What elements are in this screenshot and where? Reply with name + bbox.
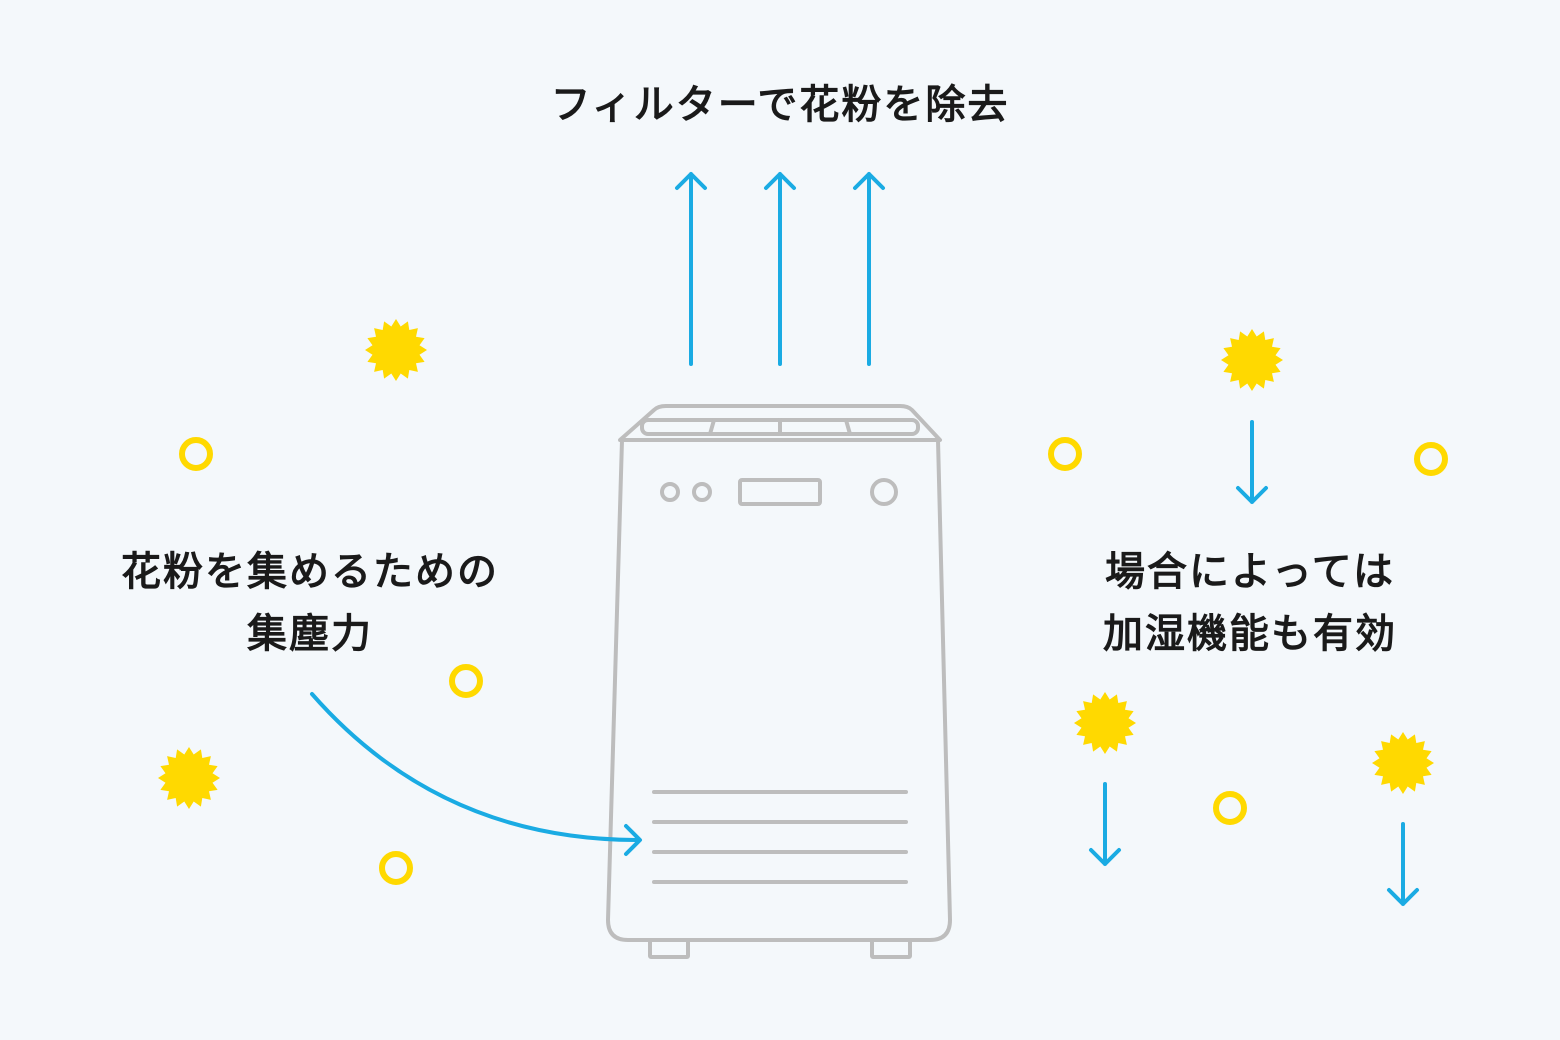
pollen-burst-icon <box>1372 732 1434 794</box>
filtered-air-arrows <box>675 172 885 366</box>
purifier-top-cap <box>618 404 942 442</box>
purifier-top-vent-divider <box>844 418 852 436</box>
pollen-rings <box>179 437 1448 885</box>
purifier-button <box>692 482 712 502</box>
purifier-foot <box>870 938 912 959</box>
purifier-display <box>738 478 822 506</box>
pollen-ring-icon <box>449 664 483 698</box>
purifier-body <box>606 438 952 942</box>
label-line: フィルターで花粉を除去 <box>550 82 1010 128</box>
arrow-icon <box>1387 822 1419 906</box>
pollen-ring-icon <box>1048 437 1082 471</box>
air-purifier-icon <box>606 404 952 959</box>
arrow-icon <box>675 172 707 366</box>
purifier-foot <box>648 938 690 959</box>
pollen-burst-icon <box>1074 692 1136 754</box>
filter-removal-label: フィルターで花粉を除去 <box>480 74 1080 136</box>
pollen-burst-icon <box>1221 329 1283 391</box>
purifier-top-vent-divider <box>708 418 716 436</box>
label-line: 花粉を集めるための <box>121 549 499 595</box>
arrow-icon <box>853 172 885 366</box>
pollen-ring-icon <box>179 437 213 471</box>
pollen-bursts <box>158 319 1434 809</box>
arrow-icon <box>310 692 642 856</box>
pollen-ring-icon <box>1213 791 1247 825</box>
label-line: 場合によっては <box>1105 549 1395 595</box>
purifier-button <box>660 482 680 502</box>
humidify-arrows <box>1089 420 1419 906</box>
pollen-ring-icon <box>379 851 413 885</box>
arrow-icon <box>764 172 796 366</box>
pollen-burst-icon <box>158 747 220 809</box>
humidify-label: 場合によっては 加湿機能も有効 <box>1040 541 1460 665</box>
intake-arrow <box>310 692 642 856</box>
label-line: 加湿機能も有効 <box>1103 611 1397 657</box>
label-line: 集塵力 <box>247 611 373 657</box>
pollen-burst-icon <box>365 319 427 381</box>
suction-power-label: 花粉を集めるための 集塵力 <box>60 541 560 665</box>
arrow-icon <box>1236 420 1268 504</box>
purifier-dial <box>870 478 898 506</box>
pollen-ring-icon <box>1414 442 1448 476</box>
arrow-icon <box>1089 782 1121 866</box>
